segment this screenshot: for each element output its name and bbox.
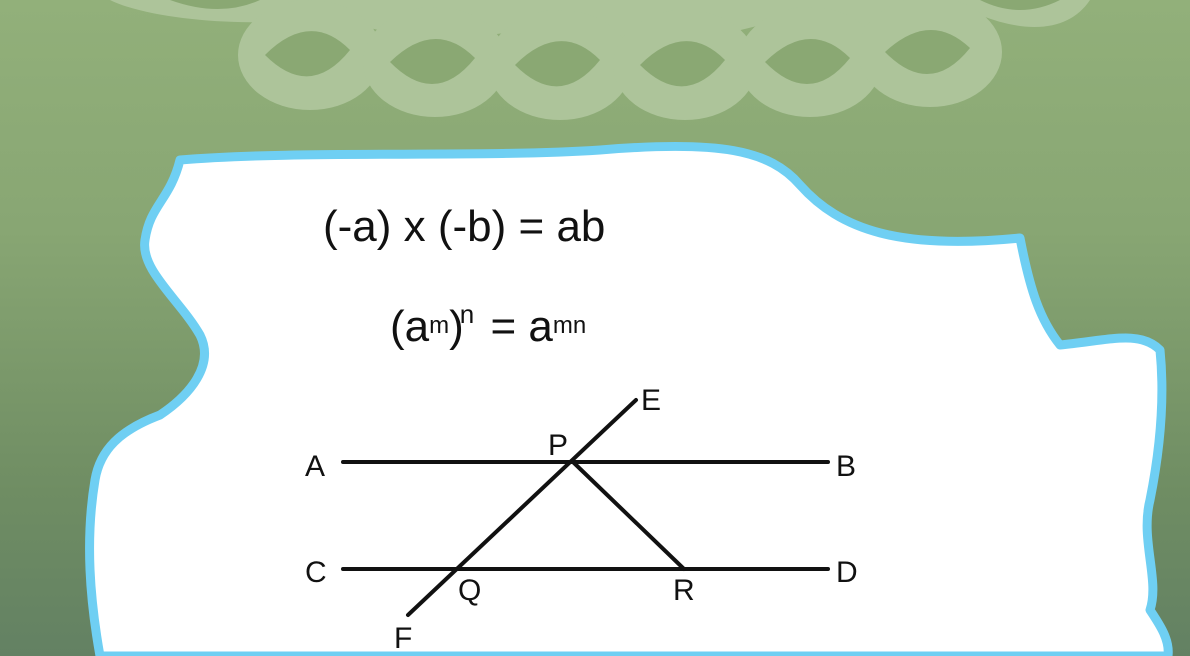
- point-label-c: C: [305, 556, 327, 589]
- transversal-ef: [406, 398, 638, 617]
- point-label-e: E: [641, 384, 661, 417]
- point-label-p: P: [548, 429, 568, 462]
- card-shape: [85, 141, 1173, 656]
- equation-1-text: -a) x (-b) = ab: [337, 202, 606, 251]
- equation-power-of-power: (am)n = amn: [390, 301, 587, 351]
- equation-negative-product: (-a) x (-b) = ab: [323, 205, 605, 249]
- point-label-b: B: [836, 450, 856, 483]
- equation-2-exponent-n: n: [459, 299, 475, 329]
- equation-1-open-paren: (: [323, 202, 338, 251]
- equation-2-exponent-m: m: [429, 312, 450, 339]
- equation-2-equals: = a: [478, 302, 553, 351]
- point-label-a: A: [305, 450, 325, 483]
- point-label-q: Q: [458, 574, 481, 607]
- point-label-f: F: [394, 622, 412, 655]
- point-label-r: R: [673, 574, 695, 607]
- equation-2-exponent-mn: mn: [552, 312, 587, 339]
- equation-2-open: (a: [390, 302, 430, 351]
- point-label-d: D: [836, 556, 858, 589]
- equation-2-close: ): [449, 302, 464, 351]
- segment-pr: [571, 460, 686, 571]
